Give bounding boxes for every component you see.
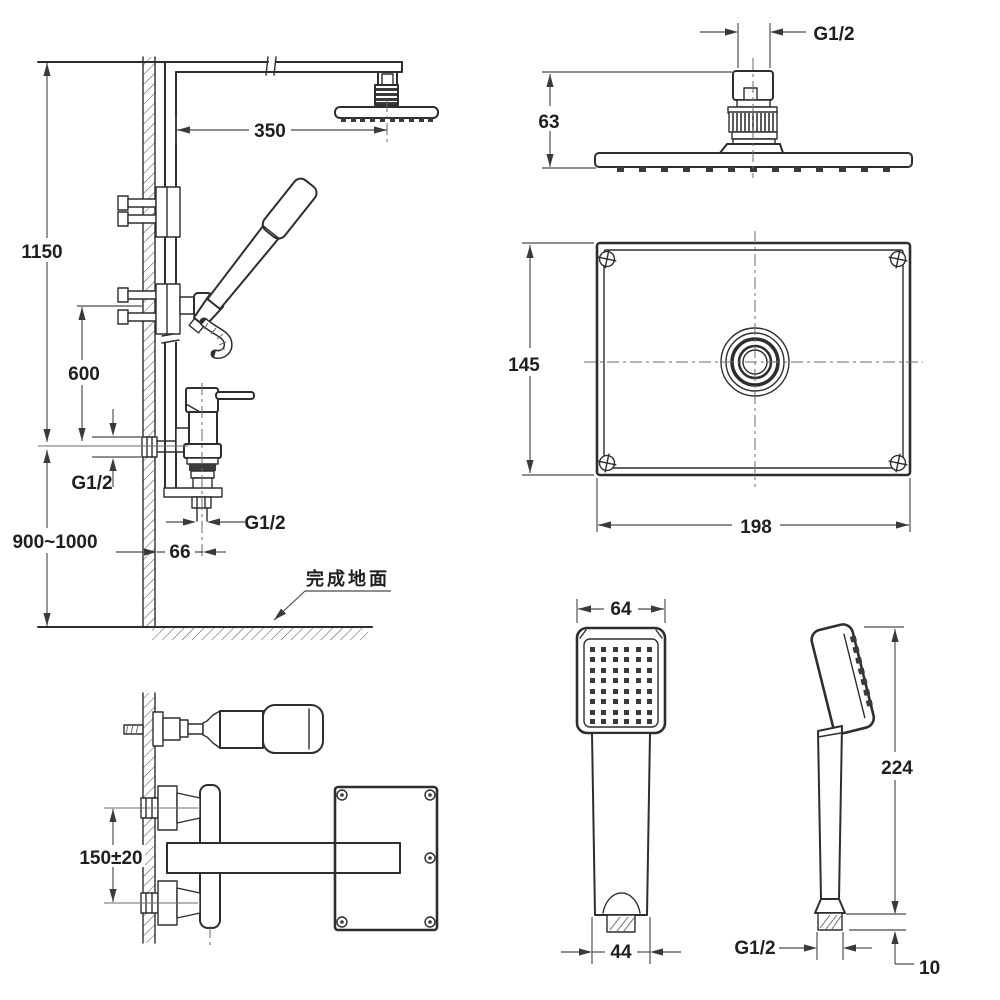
view-rain-head-plan: 145 198 — [503, 231, 923, 538]
dim-bracket-to-valve: 600 — [68, 364, 100, 385]
plate-screws — [336, 789, 436, 928]
hand-shower-thread-front — [606, 914, 636, 933]
dimensions-hand-shower-side — [779, 626, 914, 965]
hand-shower-head-side — [810, 623, 876, 735]
dim-hand-shower-thread: G1/2 — [734, 938, 775, 959]
dimensions-hand-shower-front — [561, 599, 681, 964]
dim-outlet-thread: G1/2 — [244, 513, 285, 534]
dim-plate-width: 198 — [740, 517, 772, 538]
dim-hand-shower-length: 224 — [881, 758, 913, 779]
mixer-valve — [141, 387, 255, 522]
dim-mounting-height: 900~1000 — [12, 532, 97, 553]
dim-outlet-offset: 66 — [169, 542, 190, 563]
hand-shower-grip-front — [591, 732, 651, 916]
diverter-handle — [123, 704, 324, 754]
dim-inlet-thread: G1/2 — [71, 473, 112, 494]
dimensions-side-view — [43, 63, 391, 626]
view-rain-head-side: G1/2 63 — [534, 23, 913, 178]
dimensions-rain-head-plan — [522, 242, 911, 532]
view-installation-side: 1150 600 G1/2 900~1000 66 G1/2 350 完成地面 — [10, 56, 439, 640]
view-valve-top: 150±20 — [78, 692, 439, 948]
nozzle-grid — [590, 647, 652, 724]
dim-thread-length: 10 — [919, 958, 940, 979]
spray-nozzles — [341, 118, 433, 122]
dimensions-rain-head-side — [542, 23, 806, 169]
wall-brackets — [117, 186, 181, 335]
view-hand-shower-side: 224 G1/2 10 — [734, 623, 940, 979]
dim-base-width: 44 — [610, 942, 632, 963]
floor-note: 完成地面 — [306, 568, 390, 589]
dim-plate-depth: 145 — [508, 355, 540, 376]
dim-inlet-spacing: 150±20 — [79, 848, 142, 869]
rain-head-on-arm — [334, 71, 439, 146]
dim-head-height: 63 — [538, 112, 559, 133]
dim-total-height: 1150 — [21, 242, 62, 263]
view-hand-shower-front: 64 44 — [561, 597, 681, 964]
dim-head-thread: G1/2 — [813, 24, 854, 45]
dim-arm-projection: 350 — [254, 121, 286, 142]
hand-shower-thread-side — [817, 912, 843, 931]
hand-shower-grip-side — [817, 725, 843, 900]
head-plate-top — [333, 785, 439, 932]
floor-hatch — [152, 628, 368, 640]
dim-head-width: 64 — [610, 599, 632, 620]
mixer-lever — [215, 391, 255, 400]
hand-shower-in-holder — [188, 177, 318, 334]
shower-column — [37, 56, 403, 490]
wall-hatch — [143, 57, 155, 627]
dimensions-valve-top — [109, 809, 117, 902]
head-plate-outline — [595, 241, 912, 477]
corner-screws — [597, 249, 908, 473]
spray-nozzles — [617, 167, 890, 172]
